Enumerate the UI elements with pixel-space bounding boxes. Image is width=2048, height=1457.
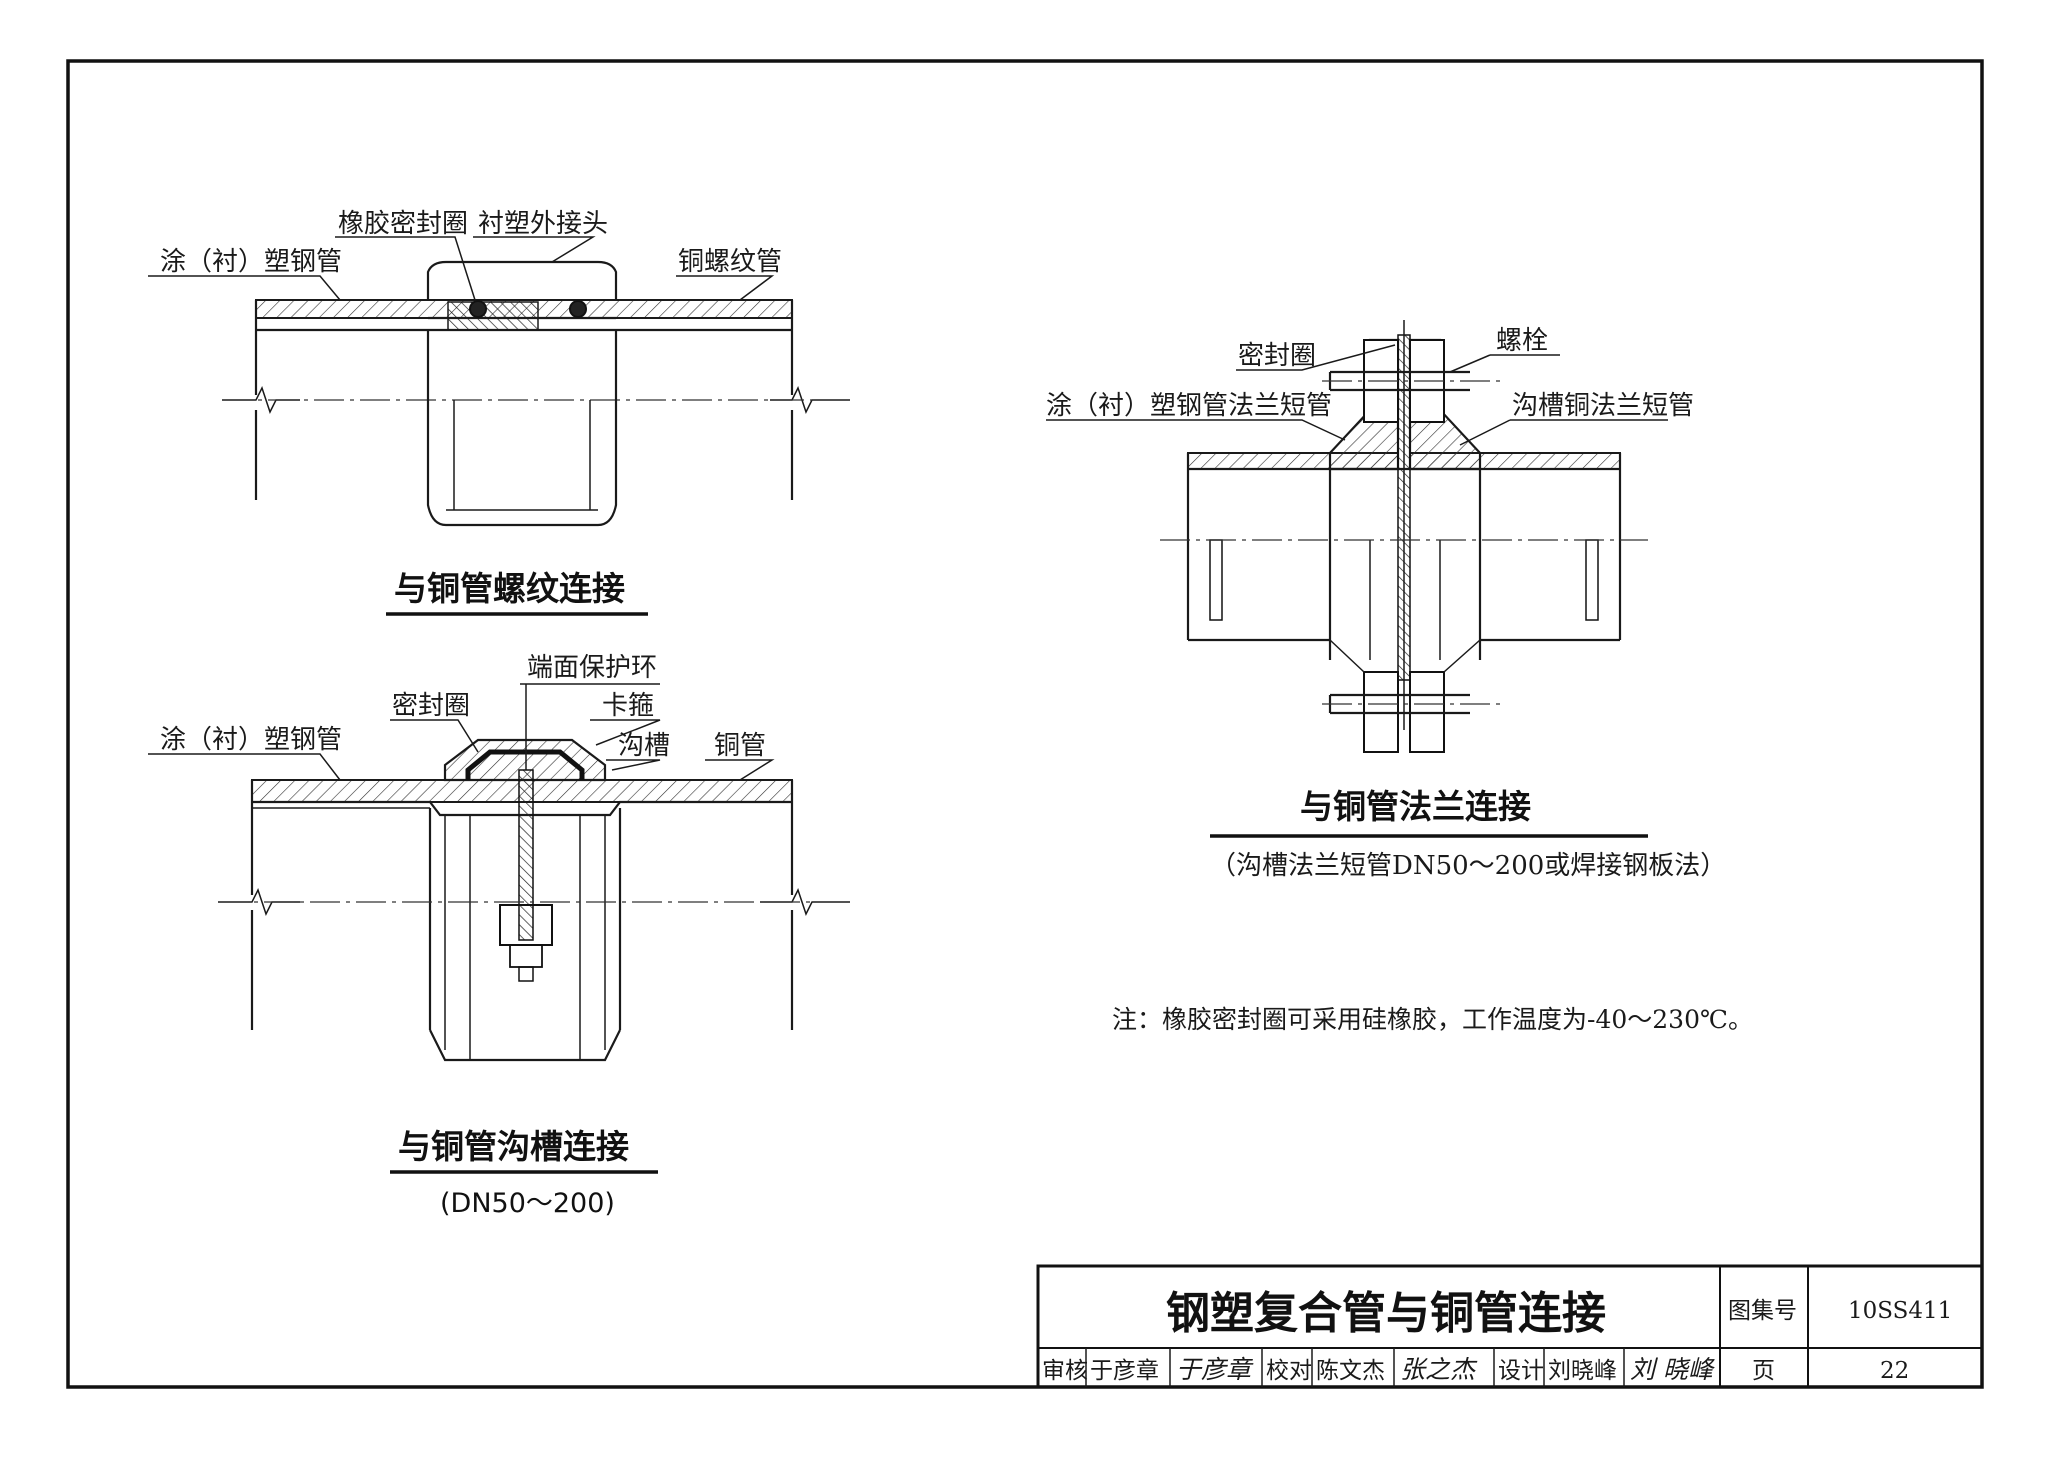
- label-seal-ring-b: 密封圈: [392, 691, 470, 721]
- title-block-reviewer-signature: 于彦章: [1176, 1355, 1254, 1384]
- label-plastic-steel-pipe-a: 涂（衬）塑钢管: [160, 247, 342, 277]
- title-block-page-number: 22: [1880, 1358, 1909, 1384]
- label-copper-threaded-pipe: 铜螺纹管: [678, 247, 782, 277]
- label-plastic-steel-pipe-b: 涂（衬）塑钢管: [160, 725, 342, 755]
- title-block: 钢塑复合管与铜管连接 图集号 10SS411 页 22 审核 于彦章 于彦章 校…: [1036, 1264, 1984, 1389]
- label-seal-ring-c: 密封圈: [1238, 341, 1316, 371]
- title-block-review-label: 审核: [1042, 1358, 1088, 1384]
- diagram-flanged-connection: 密封圈 螺栓 涂（衬）塑钢管法兰短管 沟槽铜法兰短管 与铜管法兰连接 （沟槽法兰…: [1046, 320, 1726, 881]
- title-block-checker-signature: 张之杰: [1400, 1355, 1478, 1384]
- title-block-design-label: 设计: [1498, 1358, 1544, 1384]
- clamp-housing: [443, 738, 607, 782]
- title-flanged-connection: 与铜管法兰连接: [1300, 787, 1531, 826]
- label-groove-copper-flange: 沟槽铜法兰短管: [1512, 391, 1694, 421]
- rubber-seal-ring-left: [469, 300, 487, 318]
- title-block-checker: 陈文杰: [1316, 1358, 1385, 1384]
- label-copper-pipe: 铜管: [714, 731, 766, 761]
- title-block-designer-signature: 刘 晓峰: [1630, 1355, 1715, 1384]
- label-lined-coupling: 衬塑外接头: [478, 209, 608, 239]
- note-text: 注：橡胶密封圈可采用硅橡胶，工作温度为-40～230℃。: [1112, 1005, 1753, 1034]
- subtitle-grooved-connection: (DN50～200): [440, 1188, 615, 1219]
- lined-coupling-body: [426, 260, 618, 300]
- seal-ring-b: [465, 749, 585, 780]
- title-threaded-connection: 与铜管螺纹连接: [394, 569, 625, 608]
- title-block-designer: 刘晓峰: [1548, 1358, 1617, 1384]
- diagram-grooved-connection: 涂（衬）塑钢管 密封圈 端面保护环 卡箍 沟槽 铜管 与铜管沟槽连接 (DN50…: [148, 653, 850, 1219]
- end-protect-ring: [518, 769, 534, 941]
- sheet-border: [66, 59, 1984, 1389]
- label-rubber-seal: 橡胶密封圈: [338, 209, 468, 239]
- subtitle-flanged-connection: （沟槽法兰短管DN50～200或焊接钢板法）: [1210, 851, 1726, 881]
- title-block-drawing-title: 钢塑复合管与铜管连接: [1166, 1288, 1606, 1339]
- diagram-threaded-connection: 涂（衬）塑钢管 橡胶密封圈 衬塑外接头 铜螺纹管 与铜管螺纹连接: [148, 209, 850, 616]
- title-block-page-label: 页: [1752, 1358, 1775, 1384]
- label-end-protect-ring: 端面保护环: [527, 653, 657, 683]
- label-groove: 沟槽: [618, 731, 670, 761]
- title-block-reviewer: 于彦章: [1090, 1358, 1159, 1384]
- title-block-check-label: 校对: [1266, 1358, 1312, 1384]
- lining-layer: [447, 301, 539, 331]
- title-block-atlas-number: 10SS411: [1848, 1298, 1952, 1324]
- label-flange-short-pipe: 涂（衬）塑钢管法兰短管: [1046, 391, 1332, 421]
- label-clamp: 卡箍: [602, 691, 654, 721]
- label-bolt: 螺栓: [1496, 326, 1548, 356]
- title-block-atlas-label: 图集号: [1728, 1298, 1797, 1324]
- title-grooved-connection: 与铜管沟槽连接: [398, 1127, 629, 1166]
- rubber-seal-ring-right: [569, 300, 587, 318]
